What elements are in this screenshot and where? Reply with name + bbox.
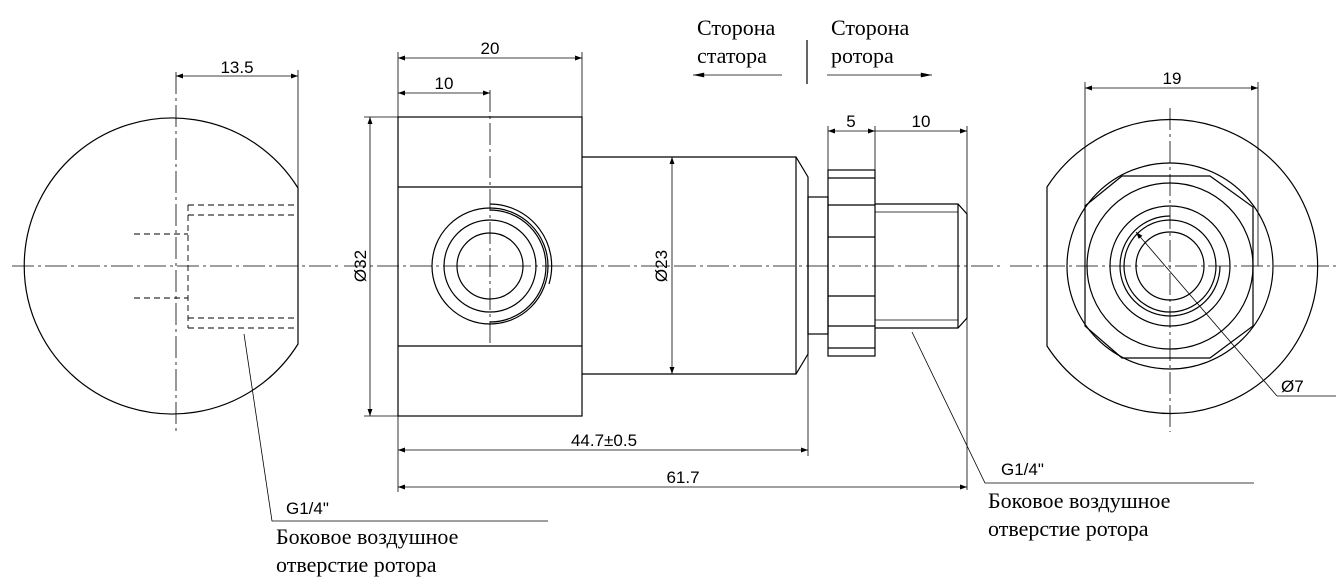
hex-nut <box>827 169 876 357</box>
right-end-view: 19 Ø7 <box>1010 69 1338 432</box>
dim-thread-length: 10 <box>912 112 931 131</box>
stator-side-label-line1: Сторона <box>697 15 775 40</box>
rotor-side-label-line1: Сторона <box>831 15 909 40</box>
dim-body-diameter: Ø32 <box>351 250 370 282</box>
dim-left-width: 13.5 <box>220 58 253 77</box>
dim-total-length: 61.7 <box>666 468 699 487</box>
left-end-view: 13.5 G1/4" Боковое воздушное отверстие р… <box>12 58 548 577</box>
left-thread-callout: G1/4" <box>286 499 329 518</box>
hex-outline <box>1084 175 1254 359</box>
dim-bore-diameter: Ø7 <box>1281 377 1304 396</box>
stator-side-label-line2: статора <box>697 43 767 68</box>
side-labels: Сторона статора Сторона ротора <box>693 15 932 84</box>
side-view: Ø32 Ø23 20 10 5 10 44.7±0.5 61.7 G1/4" Б… <box>344 39 1254 541</box>
left-callout-desc-line1: Боковое воздушное <box>276 524 458 549</box>
right-callout-desc-line2: отверстие ротора <box>988 516 1149 541</box>
dim-right-width: 19 <box>1163 69 1182 88</box>
dim-port-offset: 10 <box>435 74 454 93</box>
right-thread-callout: G1/4" <box>1001 460 1044 479</box>
rotor-side-label-line2: ротора <box>831 43 894 68</box>
dim-housing-length: 44.7±0.5 <box>571 431 637 450</box>
dim-body-length: 20 <box>481 39 500 58</box>
dim-neck-diameter: Ø23 <box>652 250 671 282</box>
left-callout-desc-line2: отверстие ротора <box>276 552 437 577</box>
dim-hex-width: 5 <box>846 112 855 131</box>
right-callout-desc-line1: Боковое воздушное <box>988 488 1170 513</box>
